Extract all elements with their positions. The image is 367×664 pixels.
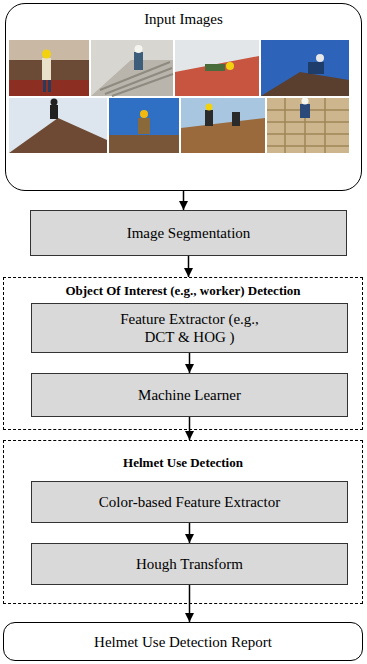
group-heading: Object Of Interest (e.g., worker) Detect… bbox=[65, 283, 300, 299]
photo bbox=[9, 98, 107, 153]
box-label: Color-based Feature Extractor bbox=[99, 493, 280, 511]
box-label: Helmet Use Detection Report bbox=[94, 633, 272, 651]
photo bbox=[267, 98, 349, 154]
group-heading: Helmet Use Detection bbox=[123, 455, 243, 471]
dashed-group: Object Of Interest (e.g., worker) Detect… bbox=[3, 277, 363, 430]
box-label: Image Segmentation bbox=[127, 224, 251, 242]
flow-arrow bbox=[189, 523, 191, 543]
terminal-box: Input Images bbox=[5, 3, 362, 191]
flow-arrow bbox=[189, 353, 191, 373]
box-label: Hough Transform bbox=[136, 555, 243, 573]
box-label: Machine Learner bbox=[138, 386, 241, 404]
flow-arrow bbox=[183, 191, 185, 210]
terminal-box: Helmet Use Detection Report bbox=[3, 622, 363, 661]
photo bbox=[91, 40, 173, 96]
photo bbox=[175, 40, 259, 96]
process-box: Color-based Feature Extractor bbox=[31, 481, 348, 523]
flow-arrow bbox=[188, 256, 190, 277]
process-box: Feature Extractor (e.g., DCT & HOG ) bbox=[31, 303, 348, 353]
process-box: Machine Learner bbox=[31, 373, 348, 417]
box-label: Input Images bbox=[144, 10, 223, 28]
process-box: Hough Transform bbox=[31, 543, 348, 585]
photo bbox=[109, 98, 179, 153]
dashed-group: Helmet Use DetectionColor-based Feature … bbox=[3, 440, 363, 604]
process-box: Image Segmentation bbox=[30, 210, 347, 256]
photo bbox=[181, 98, 265, 153]
photo bbox=[9, 40, 89, 96]
photo bbox=[261, 40, 349, 96]
box-label: Feature Extractor (e.g., DCT & HOG ) bbox=[115, 310, 265, 346]
flow-arrow bbox=[189, 417, 191, 440]
